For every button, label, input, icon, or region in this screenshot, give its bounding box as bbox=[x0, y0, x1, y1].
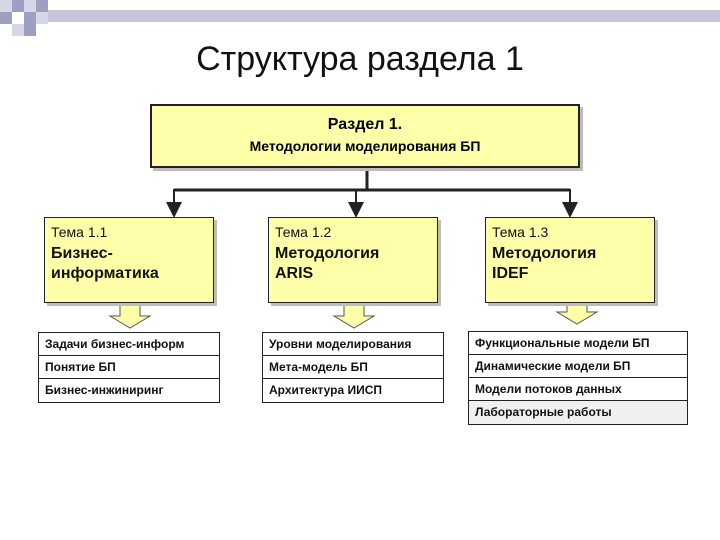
section-box: Раздел 1. Методологии моделирования БП bbox=[150, 104, 580, 168]
list-item: Бизнес-инжиниринг bbox=[45, 383, 164, 397]
header-decoration bbox=[0, 0, 720, 36]
down-arrow-3 bbox=[555, 299, 599, 325]
topic-name-line: информатика bbox=[51, 265, 159, 282]
list-item: Понятие БП bbox=[39, 356, 219, 379]
down-arrow-2 bbox=[332, 303, 376, 329]
topic-3-items: Функциональные модели БП Динамические мо… bbox=[468, 331, 688, 425]
down-arrow-1 bbox=[108, 303, 152, 329]
topic-name-line: ARIS bbox=[275, 265, 314, 282]
list-item: Динамические модели БП bbox=[469, 355, 687, 378]
list-item: Модели потоков данных bbox=[469, 378, 687, 401]
list-item: Задачи бизнес-информ bbox=[39, 333, 219, 356]
list-item: Архитектура ИИСП bbox=[269, 383, 383, 397]
list-item: Функциональные модели БП bbox=[469, 332, 687, 355]
topic-2-items: Уровни моделирования Мета-модель БП Архи… bbox=[262, 332, 444, 403]
section-subtitle: Методологии моделирования БП bbox=[249, 138, 481, 154]
section-title: Раздел 1. bbox=[327, 116, 403, 133]
topic-box-1: Тема 1.1 Бизнес- информатика bbox=[44, 217, 214, 303]
topic-name: Методология ARIS bbox=[275, 244, 431, 284]
topic-name-line: IDEF bbox=[492, 265, 529, 282]
topic-number: Тема 1.2 bbox=[275, 224, 332, 240]
list-item: Уровни моделирования bbox=[263, 333, 443, 356]
topic-box-2: Тема 1.2 Методология ARIS bbox=[268, 217, 438, 303]
topic-box-3: Тема 1.3 Методология IDEF bbox=[485, 217, 655, 303]
page-title: Структура раздела 1 bbox=[196, 40, 524, 78]
topic-number: Тема 1.3 bbox=[492, 224, 549, 240]
topic-number: Тема 1.1 bbox=[51, 224, 108, 240]
topic-name: Методология IDEF bbox=[492, 244, 648, 284]
topic-name: Бизнес- информатика bbox=[51, 244, 207, 284]
list-item: Лабораторные работы bbox=[469, 401, 687, 424]
list-item: Мета-модель БП bbox=[263, 356, 443, 379]
topic-name-line: Методология bbox=[492, 245, 597, 262]
topic-name-line: Методология bbox=[275, 245, 380, 262]
topic-1-items: Задачи бизнес-информ Понятие БП Бизнес-и… bbox=[38, 332, 220, 403]
topic-name-line: Бизнес- bbox=[51, 245, 113, 262]
